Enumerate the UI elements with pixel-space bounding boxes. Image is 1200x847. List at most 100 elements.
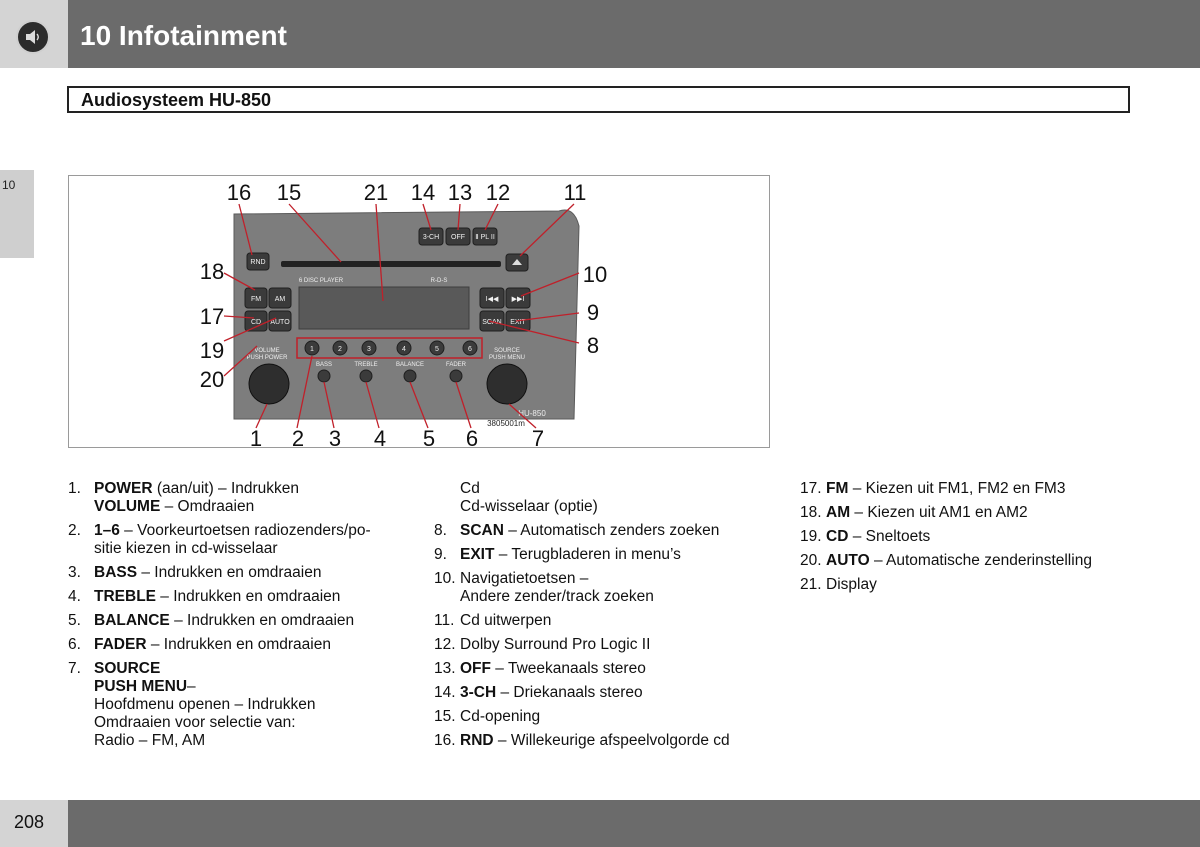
callout-1: 1 [250, 426, 262, 449]
speaker-icon [16, 20, 50, 54]
legend-item-number: 14. [434, 684, 456, 701]
legend-cont-text: – [187, 678, 196, 695]
legend-item-text: – Kiezen uit FM1, FM2 en FM3 [848, 480, 1066, 497]
callout-4: 4 [374, 426, 386, 449]
legend-item-number: 12. [434, 636, 456, 653]
legend-item-number: 11. [434, 612, 455, 629]
legend-item-text: – Automatische zenderinstelling [869, 552, 1092, 569]
legend-item: 4.TREBLE – Indrukken en omdraaien [68, 588, 408, 606]
next-label: ▶▶I [512, 296, 525, 303]
legend-cont-text: Cd [460, 480, 480, 497]
source-label: SOURCE [494, 348, 520, 354]
preset-3: 3 [367, 346, 371, 353]
bass-label: BASS [316, 362, 332, 368]
am-button [268, 287, 292, 309]
legend-cont-text: sitie kiezen in cd-wisselaar [94, 540, 278, 557]
section-heading-box: Audiosysteem HU-850 [67, 86, 1130, 113]
legend-item: 5.BALANCE – Indrukken en omdraaien [68, 612, 408, 630]
legend-item-key: FM [826, 480, 849, 497]
source-knob [486, 363, 528, 405]
disc-player-label: 6 DISC PLAYER [299, 278, 344, 284]
figure-code: 3805001m [487, 419, 525, 428]
legend-item-text: Dolby Surround Pro Logic II [460, 636, 651, 653]
legend-item-key: POWER [94, 480, 153, 497]
legend-continuation: sitie kiezen in cd-wisselaar [94, 540, 408, 558]
preset-1: 1 [310, 346, 314, 353]
legend-item: 20.AUTO – Automatische zenderinstelling [800, 552, 1160, 570]
preset-4: 4 [402, 346, 406, 353]
legend-column-3: 17.FM – Kiezen uit FM1, FM2 en FM3 18.AM … [800, 480, 1160, 600]
callout-13: 13 [448, 180, 472, 205]
scan-label: SCAN [482, 319, 501, 326]
legend-item-text: Cd uitwerpen [460, 612, 552, 629]
legend-item-number: 4. [68, 588, 81, 605]
preset-buttons [304, 340, 478, 356]
footer-band [68, 800, 1200, 847]
preset-2: 2 [338, 346, 342, 353]
display-screen [298, 286, 470, 330]
scan-button [479, 310, 505, 332]
legend-item-number: 21. [800, 576, 822, 593]
callout-7: 7 [532, 426, 544, 449]
callout-12: 12 [486, 180, 510, 205]
legend-item-text: – Terugbladeren in menu’s [494, 546, 681, 563]
legend-cont-text: Radio – FM, AM [94, 732, 206, 749]
legend-item: 3.BASS – Indrukken en omdraaien [68, 564, 408, 582]
legend-item-key: RND [460, 732, 494, 749]
eject-icon [512, 259, 522, 265]
fader-label: FADER [446, 362, 467, 368]
legend-item-key: CD [826, 528, 849, 545]
rnd-button [246, 252, 270, 271]
legend-item-key: SCAN [460, 522, 504, 539]
legend-item-text: – Voorkeurtoetsen radiozenders/po- [119, 522, 371, 539]
preset-5: 5 [435, 346, 439, 353]
fm-button [244, 287, 268, 309]
callout-21: 21 [364, 180, 388, 205]
legend-cont-key: VOLUME [94, 498, 161, 515]
legend-item: 19.CD – Sneltoets [800, 528, 1160, 546]
legend-item: 13.OFF – Tweekanaals stereo [434, 660, 784, 678]
legend-cont-text: Omdraaien voor selectie van: [94, 714, 296, 731]
callout-8: 8 [587, 333, 599, 358]
audio-unit-figure: RND 3-CH OFF Ⅱ PL II FM AM CD AUTO I◀◀ ▶… [68, 175, 770, 449]
am-label: AM [275, 296, 286, 303]
legend-item-number: 6. [68, 636, 81, 653]
legend-item: 2.1–6 – Voorkeurtoetsen radiozenders/po- [68, 522, 408, 540]
next-button [505, 287, 531, 309]
prev-button [479, 287, 505, 309]
legend-item-key: AM [826, 504, 851, 521]
legend-continuation: Omdraaien voor selectie van: [94, 714, 408, 732]
legend-item-text: – Willekeurige afspeelvolgorde cd [493, 732, 730, 749]
legend-item-number: 18. [800, 504, 822, 521]
bass-knob [317, 369, 331, 383]
legend-item: 17.FM – Kiezen uit FM1, FM2 en FM3 [800, 480, 1160, 498]
side-tab-label: 10 [2, 178, 16, 192]
legend-item: 18.AM – Kiezen uit AM1 en AM2 [800, 504, 1160, 522]
pl2-label: Ⅱ PL II [475, 234, 495, 241]
callout-19: 19 [200, 338, 224, 363]
section-title: Audiosysteem HU-850 [81, 90, 272, 110]
fader-knob [449, 369, 463, 383]
legend-item: 9.EXIT – Terugbladeren in menu’s [434, 546, 784, 564]
chapter-side-tab: 10 [0, 170, 34, 258]
legend-item: 12.Dolby Surround Pro Logic II [434, 636, 784, 654]
legend-item-text: – Indrukken en omdraaien [146, 636, 331, 653]
legend-item: 7.SOURCE [68, 660, 408, 678]
treble-knob [359, 369, 373, 383]
callout-20: 20 [200, 367, 224, 392]
callout-11: 11 [564, 180, 587, 205]
callout-3: 3 [329, 426, 341, 449]
legend-item: 11. Cd uitwerpen [434, 612, 784, 630]
legend-cont-key: PUSH MENU [94, 678, 188, 695]
legend-item: 1.POWER (aan/uit) – Indrukken [68, 480, 408, 498]
legend-continuation: Radio – FM, AM [94, 732, 408, 750]
cd-slot [281, 261, 501, 267]
balance-label: BALANCE [396, 362, 424, 368]
legend-cont-text: Hoofdmenu openen – Indrukken [94, 696, 316, 713]
rds-label: R-D-S [431, 278, 448, 284]
legend-item: 16.RND – Willekeurige afspeelvolgorde cd [434, 732, 784, 750]
exit-label: EXIT [510, 319, 526, 326]
header-icon-cell [0, 0, 68, 68]
preset-6: 6 [468, 346, 472, 353]
